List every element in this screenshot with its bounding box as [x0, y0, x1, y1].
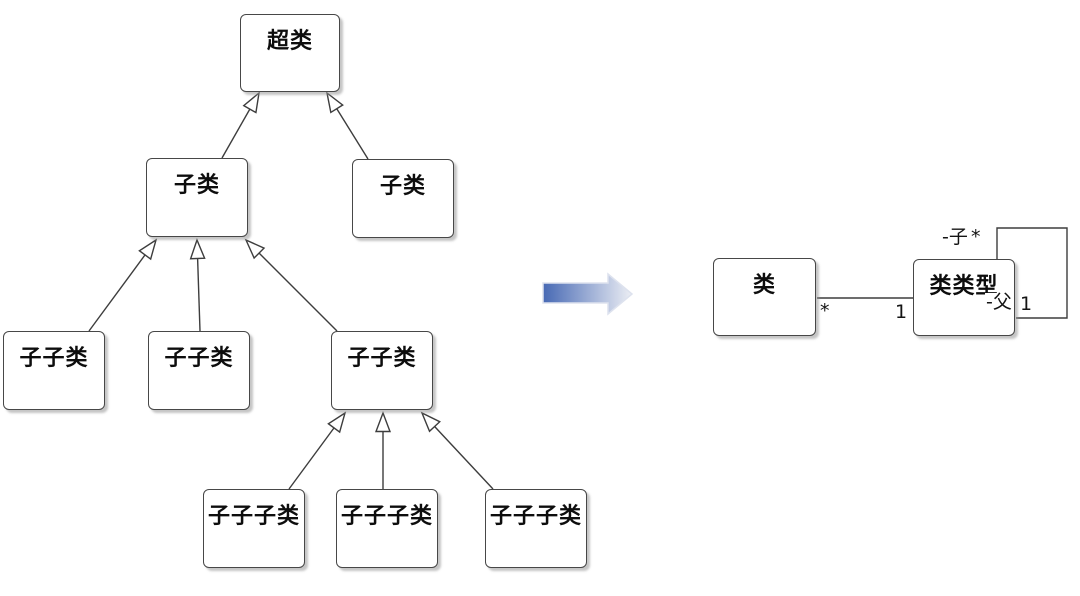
generalization-edge-subR-super — [325, 91, 369, 160]
multiplicity-label-child: * — [970, 226, 982, 248]
class-box-subsubclass-1[interactable]: 子子类 — [3, 331, 105, 410]
class-name-label: 超类 — [266, 29, 313, 54]
class-name-label: 子类 — [173, 173, 220, 198]
role-label-parent: -父 — [985, 291, 1013, 313]
generalization-edge-ss1-subL — [88, 238, 158, 332]
class-box-superclass[interactable]: 超类 — [240, 14, 340, 92]
generalization-edge-subL-super — [221, 91, 260, 159]
multiplicity-label-classtype-end: 1 — [895, 301, 908, 323]
class-name-label: 子类 — [379, 174, 426, 199]
transform-arrow-icon — [542, 272, 634, 316]
generalization-edge-ss3-subL — [244, 238, 338, 332]
class-name-label: 子子子类 — [207, 504, 300, 529]
class-box-subsubclass-3[interactable]: 子子类 — [331, 331, 433, 410]
class-box-subsubsubclass-2[interactable]: 子子子类 — [336, 489, 438, 568]
class-box-subclass-left[interactable]: 子类 — [146, 158, 248, 237]
class-box-class[interactable]: 类 — [713, 258, 816, 336]
class-box-subclass-right[interactable]: 子类 — [352, 159, 454, 238]
class-box-subsubsubclass-1[interactable]: 子子子类 — [203, 489, 305, 568]
multiplicity-label-parent: 1 — [1020, 293, 1033, 315]
class-name-label: 子子子类 — [489, 504, 582, 529]
class-name-label: 子子类 — [19, 346, 89, 371]
class-box-subsubsubclass-3[interactable]: 子子子类 — [485, 489, 587, 568]
class-name-label: 类 — [752, 273, 776, 298]
class-name-label: 子子子类 — [340, 504, 433, 529]
generalization-edge-ss2-subL — [189, 238, 206, 332]
multiplicity-label-class-end: * — [820, 300, 830, 322]
generalization-edge-sss3-ss3 — [420, 411, 494, 490]
class-name-label: 子子类 — [347, 346, 417, 371]
class-box-subsubclass-2[interactable]: 子子类 — [148, 331, 250, 410]
generalization-edge-sss1-ss3 — [288, 411, 347, 490]
class-name-label: 子子类 — [164, 346, 234, 371]
self-association-edge-classtype — [996, 227, 1068, 319]
role-label-child: -子 — [941, 226, 969, 248]
